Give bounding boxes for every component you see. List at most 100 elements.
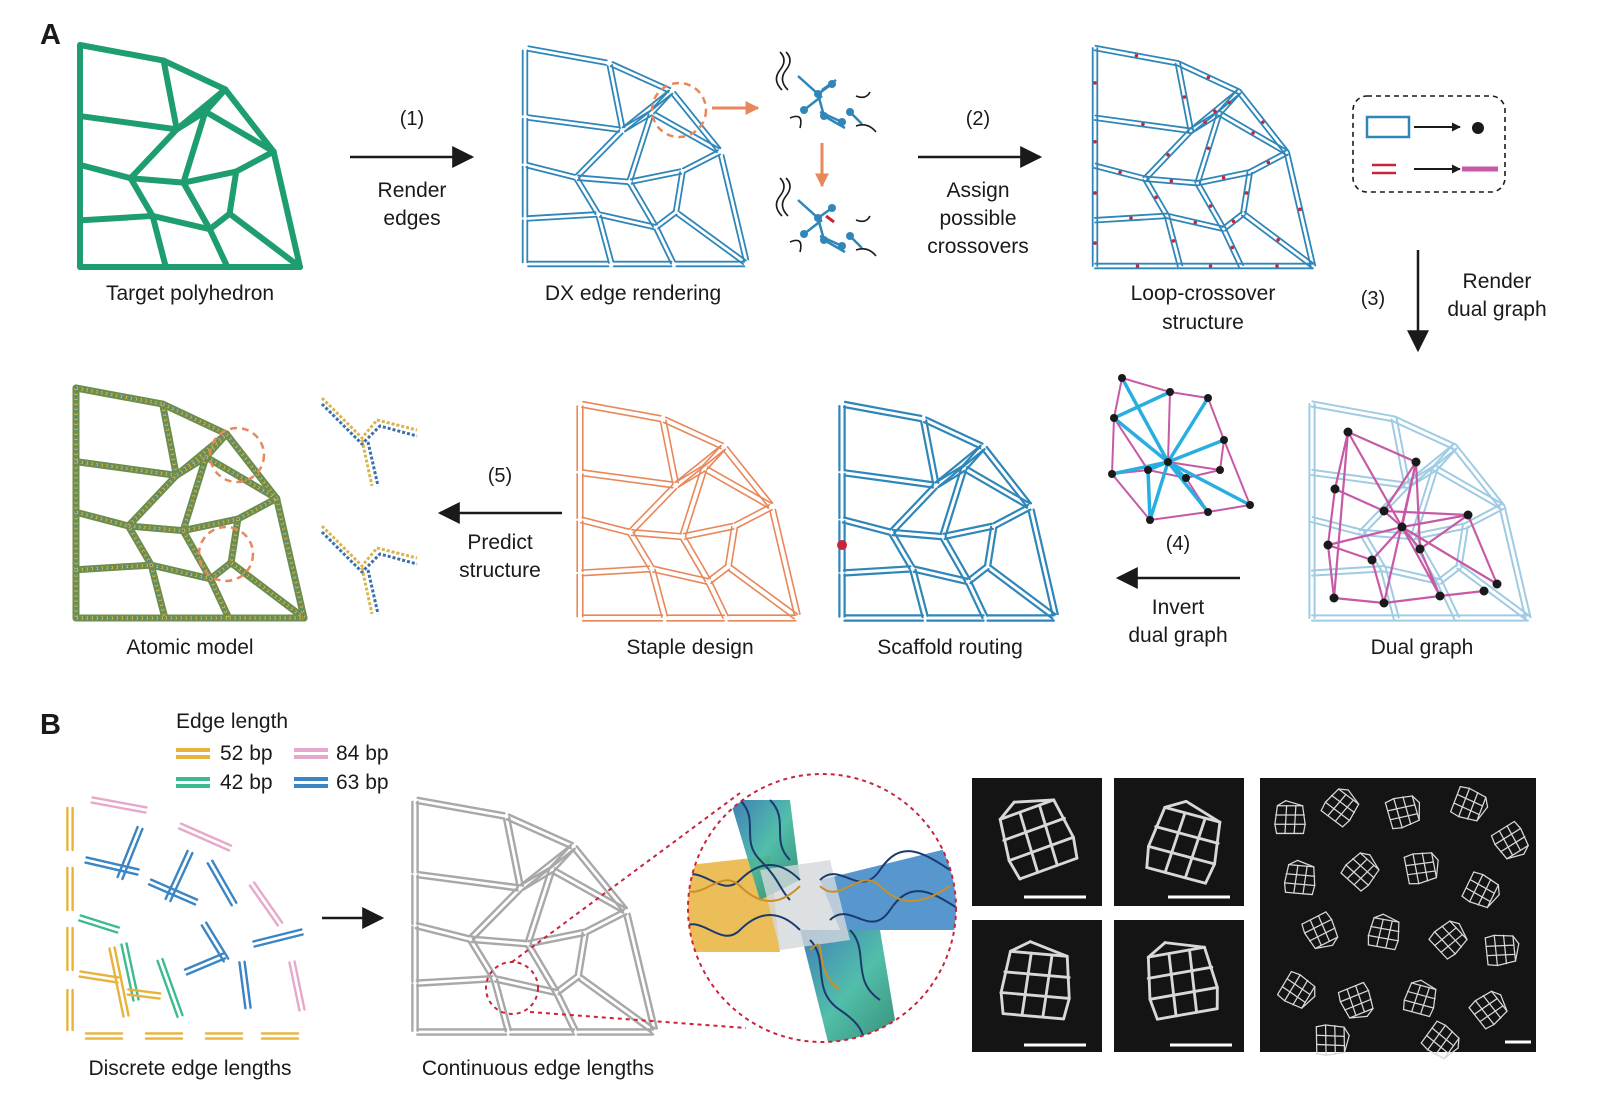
atomic-edge-strand-28 bbox=[229, 518, 240, 564]
dual-link-20 bbox=[1418, 548, 1442, 597]
afm-lattice-line-big-4-7 bbox=[1498, 830, 1514, 856]
dx-edge-12-1 bbox=[622, 89, 670, 128]
afm-lattice-big-12 bbox=[1484, 934, 1520, 967]
atomic-edge-strand2-23 bbox=[151, 564, 211, 580]
continuous-edge-21-0 bbox=[551, 871, 625, 914]
afm-lattice-line-big-6-3 bbox=[1340, 872, 1362, 892]
inverted-node-5 bbox=[1164, 458, 1172, 466]
afm-lattice-line-big-9-4 bbox=[1330, 918, 1339, 938]
target-edge-29 bbox=[226, 210, 303, 270]
dual-bg-edge-28-1 bbox=[1460, 525, 1469, 569]
afm-lattice-line-big-4-5 bbox=[1513, 820, 1522, 830]
afm-lattice-line-big-15-8 bbox=[1432, 988, 1437, 1009]
crossover-mark-26 bbox=[1266, 160, 1271, 165]
loop-edge-29-0 bbox=[1240, 214, 1313, 269]
scaffold-edge-17-0 bbox=[843, 570, 912, 577]
loop-edge-31-1 bbox=[1179, 61, 1195, 132]
staple-edge-14-1 bbox=[628, 483, 674, 530]
step-1-line-1: Render bbox=[378, 179, 447, 202]
afm-lattice-line-big-5-5 bbox=[1283, 882, 1287, 893]
afm-lattice-line-big-10-8 bbox=[1397, 921, 1400, 942]
continuous-edge-27-0 bbox=[553, 993, 575, 1034]
afm-lattice-big-11 bbox=[1428, 920, 1468, 960]
loop-edge-0-0 bbox=[1093, 49, 1179, 67]
afm-lattice-line-3-7 bbox=[1188, 948, 1199, 1014]
afm-lattice-line-big-12-10 bbox=[1512, 935, 1520, 945]
atomic-edge-strand-30 bbox=[209, 561, 232, 581]
scaffold-edge-28-1 bbox=[989, 526, 998, 567]
afm-lattice-line-big-2-1 bbox=[1402, 796, 1412, 825]
inverted-node-12 bbox=[1246, 501, 1254, 509]
discrete-edge-24-1 bbox=[79, 970, 120, 979]
atomic-edge-18 bbox=[124, 522, 155, 569]
dual-node-5 bbox=[1463, 510, 1473, 520]
crossover-mark-17 bbox=[1129, 216, 1133, 220]
atomic-edge-strand2-13 bbox=[75, 511, 129, 527]
junction-dots-top bbox=[800, 80, 854, 126]
afm-lattice-line-big-18-2 bbox=[1427, 1024, 1447, 1051]
continuous-edge-14-1 bbox=[468, 886, 519, 938]
afm-lattice-line-big-3-4 bbox=[1468, 787, 1487, 798]
dual-bg-edge-29-1 bbox=[1459, 563, 1531, 617]
afm-frame-1 bbox=[1114, 778, 1244, 906]
afm-lattice-line-big-13-8 bbox=[1283, 1000, 1303, 1009]
afm-lattice-line-big-6-5 bbox=[1340, 864, 1347, 874]
staple-edge-11-0 bbox=[581, 474, 674, 489]
afm-lattice-line-big-2-5 bbox=[1384, 797, 1395, 804]
inverted-pink-15 bbox=[1167, 391, 1171, 463]
afm-lattice-line-big-4-6 bbox=[1506, 825, 1522, 851]
step-3-line-1: Render bbox=[1463, 270, 1532, 293]
staple-edge-14-0 bbox=[632, 487, 678, 534]
crossover-mark-30 bbox=[1231, 219, 1236, 224]
scaffold-edge-17-1 bbox=[842, 565, 912, 572]
dx-edge-23-0 bbox=[598, 216, 655, 230]
dx-edge-28-0 bbox=[673, 171, 682, 212]
afm-lattice-line-big-10-3 bbox=[1367, 944, 1396, 951]
atomic-edge-25 bbox=[179, 515, 242, 535]
afm-lattice-line-big-1-6 bbox=[1327, 793, 1347, 817]
loop-edge-19-0 bbox=[1144, 180, 1199, 187]
target-edge-14 bbox=[127, 126, 180, 182]
mapping-legend bbox=[1352, 95, 1506, 193]
crossover-mark-21 bbox=[1251, 131, 1255, 135]
discrete-edge-14-0 bbox=[147, 883, 197, 906]
afm-lattice-line-big-6-10 bbox=[1359, 852, 1371, 856]
scaffold-edge-28-0 bbox=[984, 525, 993, 567]
zoom-circle bbox=[650, 81, 708, 139]
afm-lattice-line-big-3-9 bbox=[1450, 811, 1460, 818]
afm-lattice-line-big-14-4 bbox=[1367, 989, 1374, 1010]
dual-node-9 bbox=[1492, 579, 1502, 589]
inverted-pink-3 bbox=[1113, 377, 1123, 419]
staple-edge-21-1 bbox=[706, 466, 772, 504]
afm-lattice-line-2-11 bbox=[1028, 940, 1069, 958]
afm-lattice-line-big-12-11 bbox=[1514, 943, 1520, 962]
crossover-mark-9 bbox=[1208, 264, 1213, 268]
legend-swatch-42 bbox=[176, 777, 210, 788]
dual-bg-edge-27-1 bbox=[1440, 579, 1461, 618]
staple-edge-28-0 bbox=[724, 525, 733, 566]
staple-edge-27-1 bbox=[710, 580, 729, 617]
atomic-detail-strand-1-0 bbox=[320, 524, 418, 569]
afm-lattice-line-big-4-9 bbox=[1490, 835, 1496, 846]
staple-edge-16-0 bbox=[706, 448, 727, 471]
afm-lattice-line-big-11-7 bbox=[1440, 933, 1464, 953]
afm-lattice-line-2-9 bbox=[1062, 997, 1071, 1021]
afm-lattice-line-2-10 bbox=[1008, 940, 1032, 953]
staple-edge-3-1 bbox=[774, 508, 801, 615]
afm-lattice-line-2-8 bbox=[1065, 954, 1071, 1000]
scaffold-edge-23-1 bbox=[913, 565, 969, 580]
inverted-pink-5 bbox=[1111, 473, 1151, 521]
afm-lattice-line-big-12-2 bbox=[1493, 934, 1499, 967]
staple-edge-22-0 bbox=[648, 570, 663, 619]
crossover-mark-15 bbox=[1203, 120, 1207, 124]
afm-lattice-line-big-8-8 bbox=[1468, 901, 1488, 909]
continuous-edge-11-1 bbox=[416, 870, 520, 887]
afm-lattice-line-big-8-5 bbox=[1473, 871, 1484, 876]
staple-edge-3-0 bbox=[769, 509, 796, 617]
dual-bg-edge-11-1 bbox=[1311, 468, 1409, 484]
afm-lattice-line-big-17-9 bbox=[1316, 1053, 1327, 1056]
scaffold-edge-3-0 bbox=[1027, 509, 1054, 617]
dx-edge-19-0 bbox=[576, 179, 629, 185]
loop-edge-21-0 bbox=[1217, 114, 1287, 156]
inverted-node-1 bbox=[1166, 388, 1174, 396]
